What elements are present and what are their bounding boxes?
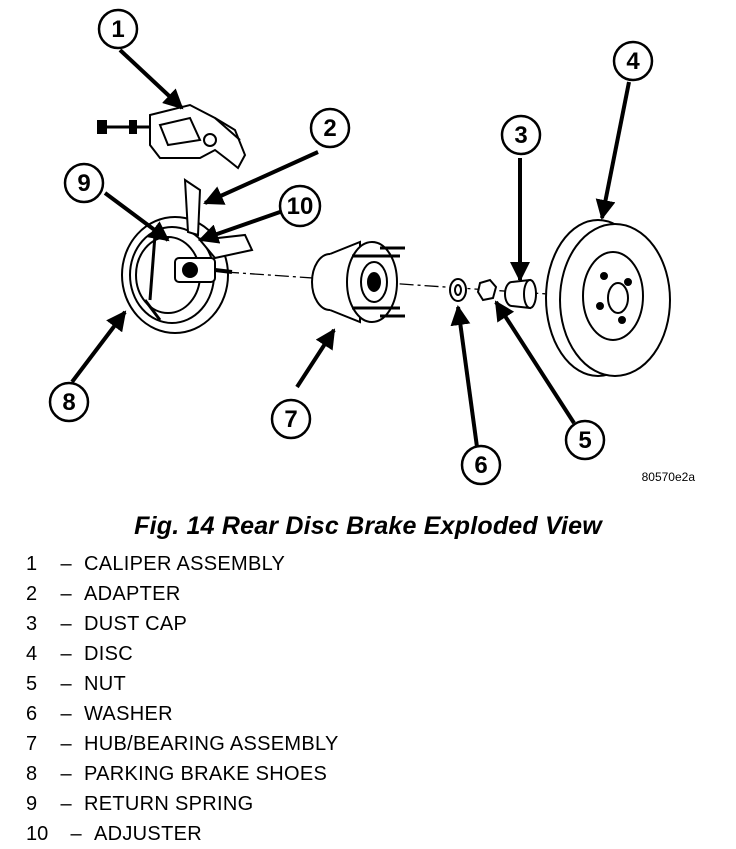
leader-arrows: [70, 48, 631, 448]
backing-plate-part: [121, 178, 254, 334]
legend-item: 10–ADJUSTER: [26, 819, 339, 849]
caliper-assembly-part: [97, 103, 247, 170]
disc-part: [545, 219, 671, 377]
legend-item: 4–DISC: [26, 639, 339, 669]
callout-1: 1: [97, 8, 139, 50]
callout-5-label: 5: [578, 427, 591, 454]
legend-label: CALIPER ASSEMBLY: [84, 553, 286, 575]
callout-7-label: 7: [284, 406, 297, 433]
legend-number: 7: [26, 733, 38, 755]
callout-6: 6: [460, 444, 502, 486]
callout-5: 5: [564, 419, 606, 461]
legend-dash: –: [60, 733, 72, 755]
legend-item: 9–RETURN SPRING: [26, 789, 339, 819]
callout-2: 2: [309, 107, 351, 149]
legend-item: 2–ADAPTER: [26, 579, 339, 609]
legend-number: 4: [26, 643, 38, 665]
legend-item: 8–PARKING BRAKE SHOES: [26, 759, 339, 789]
legend-label: PARKING BRAKE SHOES: [84, 763, 328, 785]
callout-8: 8: [48, 381, 90, 423]
legend-dash: –: [60, 583, 72, 605]
legend-number: 5: [26, 673, 38, 695]
callout-10-label: 10: [287, 193, 314, 220]
nut-part: [476, 278, 498, 302]
legend-dash: –: [60, 763, 72, 785]
legend-number: 6: [26, 703, 38, 725]
legend-dash: –: [60, 643, 72, 665]
legend-item: 3–DUST CAP: [26, 609, 339, 639]
callout-6-label: 6: [474, 452, 487, 479]
legend-number: 1: [26, 553, 38, 575]
callout-3-label: 3: [514, 122, 527, 149]
legend-number: 9: [26, 793, 38, 815]
callout-2-label: 2: [323, 115, 336, 142]
washer-part: [449, 278, 467, 302]
legend-dash: –: [60, 793, 72, 815]
legend-label: ADJUSTER: [94, 823, 202, 845]
legend-label: ADAPTER: [84, 583, 181, 605]
figure-caption: Fig. 14 Rear Disc Brake Exploded View: [134, 512, 602, 540]
legend-number: 8: [26, 763, 38, 785]
legend-item: 6–WASHER: [26, 699, 339, 729]
legend-dash: –: [60, 613, 72, 635]
dust-cap-part: [504, 278, 537, 310]
legend-label: HUB/BEARING ASSEMBLY: [84, 733, 339, 755]
legend-item: 5–NUT: [26, 669, 339, 699]
callout-4: 4: [612, 40, 654, 82]
callout-9: 9: [63, 162, 105, 204]
legend-item: 7–HUB/BEARING ASSEMBLY: [26, 729, 339, 759]
callout-8-label: 8: [62, 389, 75, 416]
legend-dash: –: [60, 553, 72, 575]
legend-label: DUST CAP: [84, 613, 188, 635]
legend-dash: –: [70, 823, 82, 845]
callout-3: 3: [500, 114, 542, 156]
callout-10: 10: [278, 184, 322, 228]
callout-group: 1 2 3 4 5 6 7 8: [48, 8, 654, 486]
legend-number: 2: [26, 583, 38, 605]
legend-dash: –: [60, 673, 72, 695]
axis-centerline: [224, 271, 666, 303]
callout-7: 7: [270, 398, 312, 440]
legend-label: WASHER: [84, 703, 173, 725]
legend-number: 10: [26, 823, 49, 845]
legend-item: 1–CALIPER ASSEMBLY: [26, 549, 339, 579]
legend-number: 3: [26, 613, 38, 635]
callout-1-label: 1: [111, 16, 124, 43]
legend-label: RETURN SPRING: [84, 793, 254, 815]
legend-label: NUT: [84, 673, 127, 695]
callout-9-label: 9: [77, 170, 90, 197]
figure-id: 80570e2a: [642, 470, 696, 484]
legend-dash: –: [60, 703, 72, 725]
callout-4-label: 4: [626, 48, 640, 75]
parts-legend: 1–CALIPER ASSEMBLY 2–ADAPTER 3–DUST CAP …: [26, 549, 339, 849]
hub-bearing-assembly-part: [311, 240, 405, 324]
legend-label: DISC: [84, 643, 133, 665]
exploded-view-diagram: 1 2 3 4 5 6 7 8: [48, 8, 696, 486]
